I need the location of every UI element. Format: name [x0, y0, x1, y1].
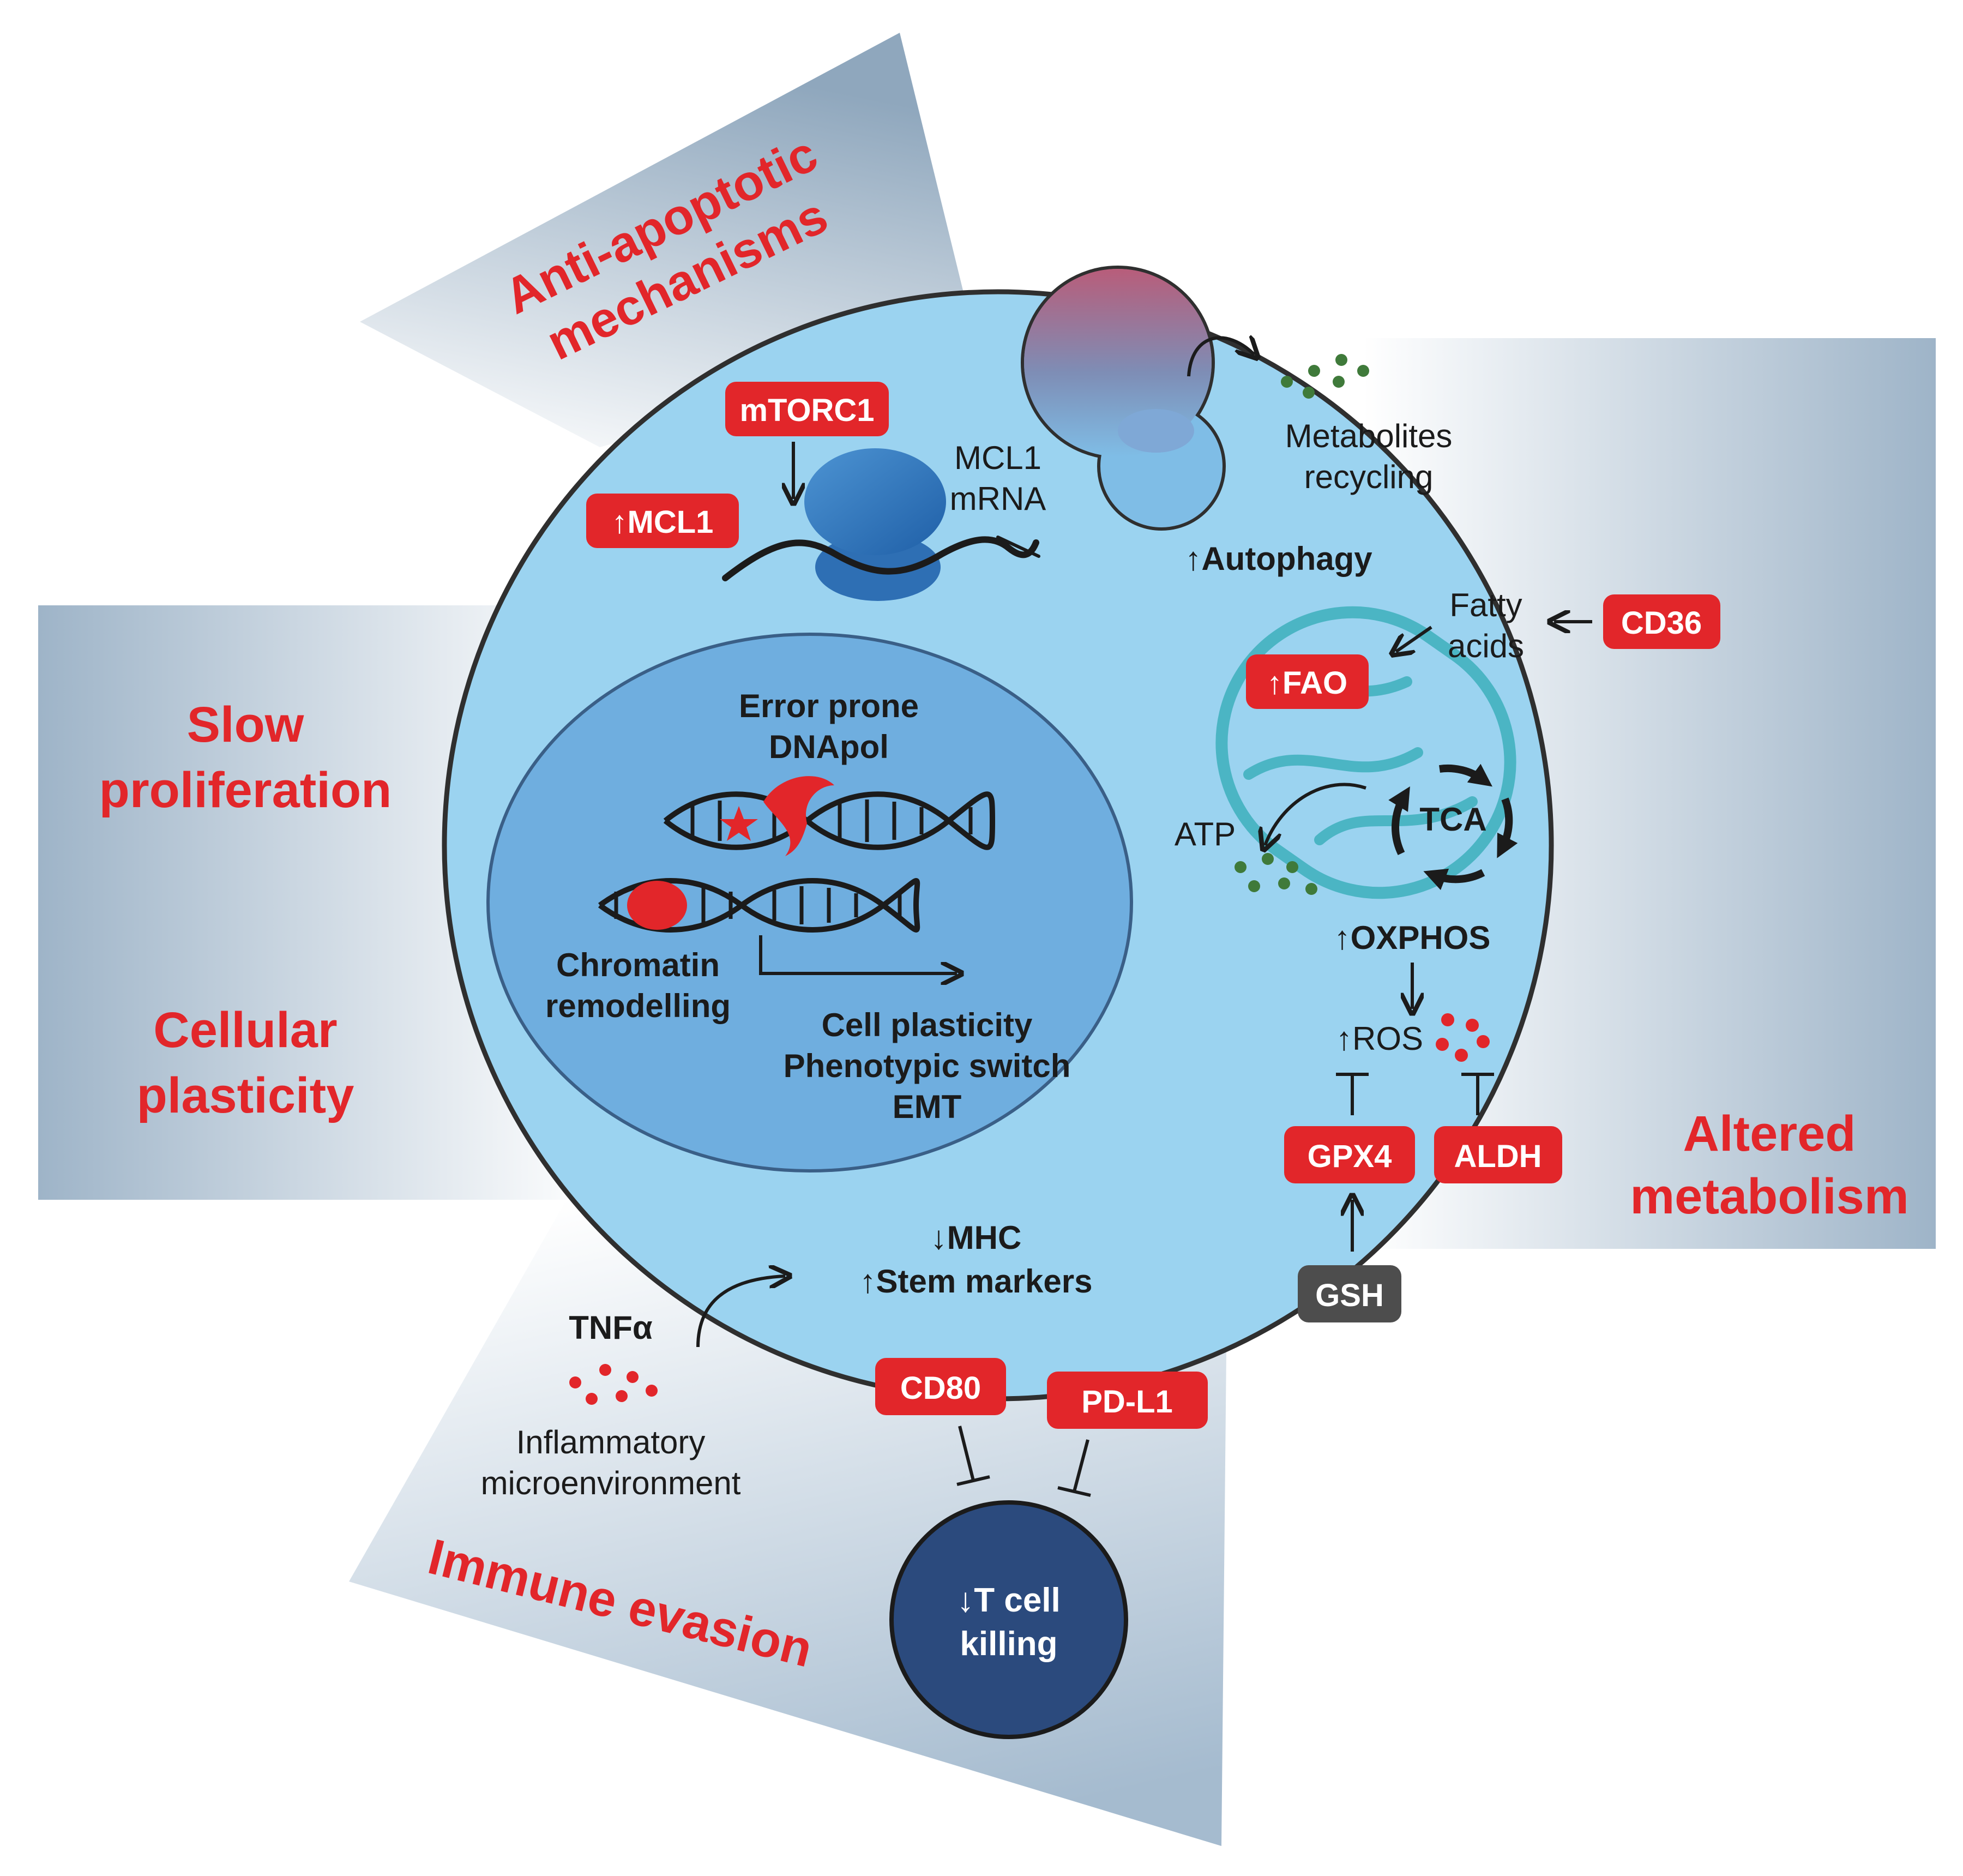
aldh-badge: ALDH	[1434, 1126, 1562, 1183]
pdl1-badge: PD-L1	[1047, 1372, 1208, 1429]
dnapol-line2: DNApol	[769, 729, 889, 765]
fao-badge: ↑FAO	[1246, 654, 1369, 709]
gpx4-inhibit	[1336, 1073, 1369, 1115]
region-metabolism-line2: metabolism	[1630, 1169, 1908, 1224]
mutation-star-icon	[720, 806, 758, 841]
gpx4-label: GPX4	[1308, 1139, 1392, 1174]
mcl1-mrna-line2: mRNA	[950, 480, 1046, 517]
fatty-acids-arrow	[1396, 626, 1432, 652]
atp-label: ATP	[1175, 816, 1236, 852]
cd36-badge: CD36	[1603, 594, 1720, 649]
mcl1-label: ↑MCL1	[612, 504, 714, 540]
autophagy-curve-arrow	[1187, 338, 1254, 377]
outcome-line1: Cell plasticity	[822, 1007, 1033, 1043]
cd80-badge: CD80	[875, 1358, 1006, 1415]
region-plasticity-line1: Cellular	[153, 1002, 337, 1058]
atp-dots-icon	[1235, 853, 1317, 895]
region-metabolism-line1: Altered	[1683, 1106, 1856, 1162]
t-cell	[889, 1500, 1128, 1739]
tcell-line1: ↓T cell	[957, 1582, 1061, 1619]
outcome-line3: EMT	[893, 1089, 962, 1125]
dna-helix-icon	[663, 791, 995, 850]
metabolites-line1: Metabolites	[1285, 418, 1453, 454]
tca-cycle-icon: TCA	[1388, 763, 1518, 891]
inflammatory-line2: microenvironment	[481, 1465, 741, 1501]
tca-label: TCA	[1419, 801, 1486, 838]
dnapol-enzyme-icon	[763, 776, 834, 856]
cytokine-dots-icon	[569, 1364, 658, 1405]
mrna-strand-icon	[722, 536, 1039, 581]
fatty-acids-line1: Fatty	[1449, 587, 1522, 623]
ros-label: ↑ROS	[1336, 1020, 1423, 1057]
chromatin-line1: Chromatin	[556, 947, 720, 983]
gsh-badge: GSH	[1298, 1265, 1401, 1322]
stem-markers-label: ↑Stem markers	[860, 1263, 1093, 1300]
region-plasticity-line2: plasticity	[137, 1068, 354, 1123]
oxphos-label: ↑OXPHOS	[1334, 919, 1491, 956]
transcription-arrow	[759, 935, 957, 973]
pdl1-label: PD-L1	[1081, 1384, 1173, 1420]
gsh-label: GSH	[1315, 1278, 1384, 1313]
tnf-label: TNFα	[569, 1309, 653, 1346]
chromatin-line2: remodelling	[545, 988, 731, 1024]
region-slow-line2: proliferation	[99, 762, 392, 818]
atp-curve-arrow	[1265, 783, 1366, 845]
autophagy-label: ↑Autophagy	[1185, 540, 1372, 577]
mcl1-badge: ↑MCL1	[586, 494, 739, 548]
ros-dots-icon	[1436, 1013, 1490, 1062]
outcome-line2: Phenotypic switch	[784, 1048, 1071, 1084]
cd80-inhibit	[956, 1426, 990, 1486]
metabolite-dots-icon	[1281, 354, 1369, 399]
mcl1-mrna-line1: MCL1	[954, 440, 1041, 476]
pdl1-inhibit	[1057, 1439, 1091, 1497]
mtorc1-label: mTORC1	[739, 393, 874, 428]
chromatin-remodeller-icon	[627, 881, 687, 930]
tnf-curve-arrow	[696, 1276, 785, 1348]
metabolites-line2: recycling	[1304, 459, 1434, 495]
tcell-line2: killing	[960, 1625, 1057, 1663]
mrna-tail-icon	[996, 536, 1040, 558]
aldh-inhibit	[1461, 1073, 1494, 1115]
region-slow-line1: Slow	[187, 697, 304, 753]
aldh-label: ALDH	[1454, 1139, 1542, 1174]
fatty-acids-line2: acids	[1448, 628, 1524, 664]
cd80-label: CD80	[900, 1370, 981, 1406]
nucleus	[486, 633, 1133, 1172]
mtorc1-badge: mTORC1	[725, 382, 889, 436]
cd36-label: CD36	[1621, 605, 1702, 641]
dnapol-line1: Error prone	[739, 688, 919, 724]
mhc-label: ↓MHC	[931, 1219, 1022, 1256]
dna-helix-chromatin-icon	[598, 878, 920, 933]
inflammatory-line1: Inflammatory	[516, 1424, 706, 1460]
lysosome-icon	[1021, 266, 1226, 531]
fao-label: ↑FAO	[1267, 665, 1347, 701]
ribosome-icon	[804, 448, 946, 601]
gpx4-badge: GPX4	[1284, 1126, 1415, 1183]
